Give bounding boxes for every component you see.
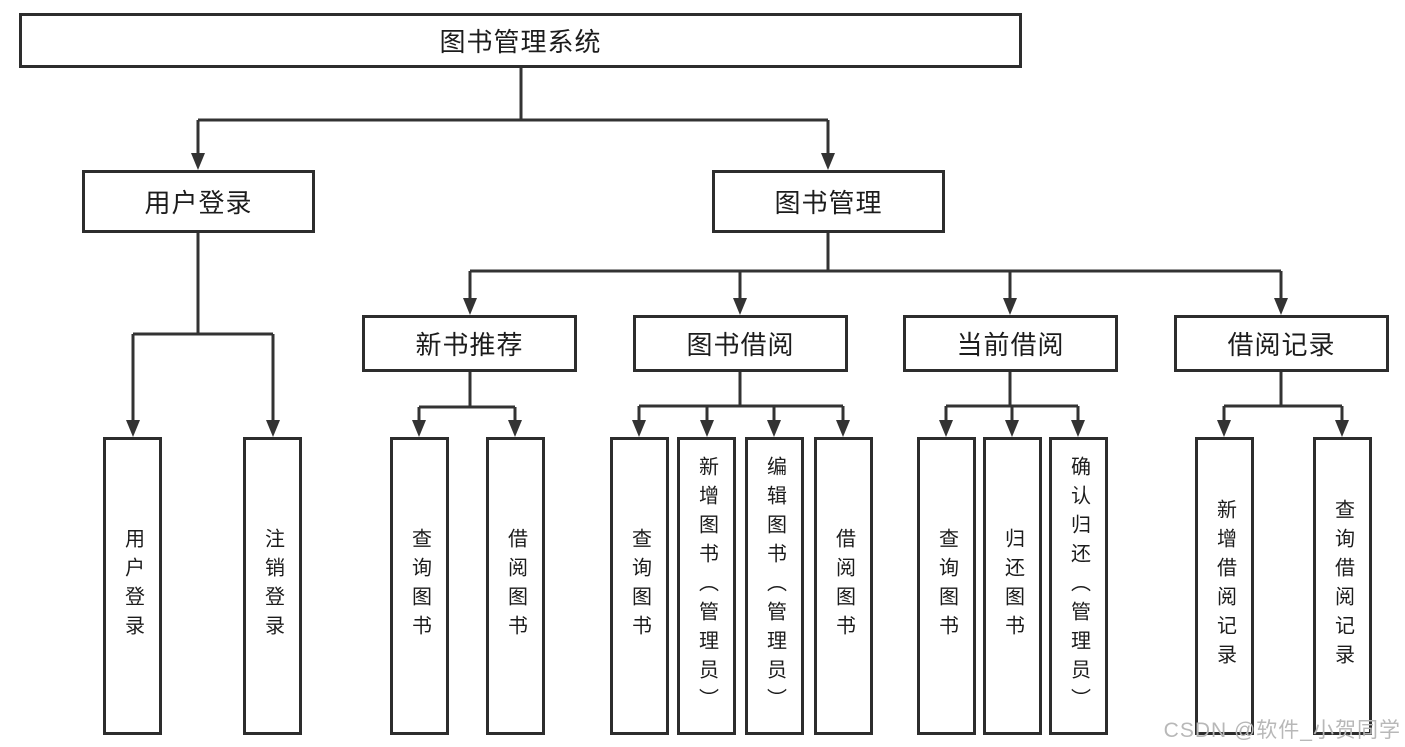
leaf-confirm-return-admin-label: 确认归还（管理员） (1067, 455, 1090, 717)
node-book-borrow: 图书借阅 (633, 315, 848, 372)
leaf-query-borrow-record: 查询借阅记录 (1313, 437, 1372, 735)
leaf-borrow-books-label: 借阅图书 (832, 528, 855, 644)
leaf-logout: 注销登录 (243, 437, 302, 735)
node-book-management: 图书管理 (712, 170, 945, 233)
leaf-add-borrow-record-label: 新增借阅记录 (1213, 499, 1236, 673)
node-user-login: 用户登录 (82, 170, 315, 233)
leaf-current-query-books: 查询图书 (917, 437, 976, 735)
leaf-edit-books-admin: 编辑图书（管理员） (745, 437, 804, 735)
node-current-borrow: 当前借阅 (903, 315, 1118, 372)
node-book-borrow-label: 图书借阅 (686, 330, 795, 360)
leaf-confirm-return-admin: 确认归还（管理员） (1049, 437, 1108, 735)
node-current-borrow-label: 当前借阅 (956, 330, 1065, 360)
leaf-edit-books-admin-label: 编辑图书（管理员） (763, 455, 786, 717)
leaf-add-books-admin-label: 新增图书（管理员） (695, 455, 718, 717)
leaf-add-borrow-record: 新增借阅记录 (1195, 437, 1254, 735)
leaf-recommend-borrow-books-label: 借阅图书 (504, 528, 527, 644)
leaf-recommend-query-books: 查询图书 (390, 437, 449, 735)
node-borrow-records: 借阅记录 (1174, 315, 1389, 372)
leaf-logout-label: 注销登录 (261, 528, 284, 644)
leaf-recommend-query-books-label: 查询图书 (408, 528, 431, 644)
node-new-book-recommend-label: 新书推荐 (415, 330, 524, 360)
node-borrow-records-label: 借阅记录 (1227, 330, 1336, 360)
leaf-add-books-admin: 新增图书（管理员） (677, 437, 736, 735)
leaf-recommend-borrow-books: 借阅图书 (486, 437, 545, 735)
leaf-current-query-books-label: 查询图书 (935, 528, 958, 644)
leaf-user-login-label: 用户登录 (121, 528, 144, 644)
leaf-return-books: 归还图书 (983, 437, 1042, 735)
node-book-management-label: 图书管理 (774, 188, 883, 218)
leaf-return-books-label: 归还图书 (1001, 528, 1024, 644)
csdn-watermark: CSDN @软件_小贺同学 (1163, 719, 1401, 742)
node-new-book-recommend: 新书推荐 (362, 315, 577, 372)
leaf-borrow-query-books-label: 查询图书 (628, 528, 651, 644)
leaf-query-borrow-record-label: 查询借阅记录 (1331, 499, 1354, 673)
leaf-borrow-books: 借阅图书 (814, 437, 873, 735)
node-library-management-system: 图书管理系统 (19, 13, 1022, 68)
leaf-borrow-query-books: 查询图书 (610, 437, 669, 735)
leaf-user-login: 用户登录 (103, 437, 162, 735)
node-library-management-system-label: 图书管理系统 (439, 27, 602, 57)
node-user-login-label: 用户登录 (144, 188, 253, 218)
